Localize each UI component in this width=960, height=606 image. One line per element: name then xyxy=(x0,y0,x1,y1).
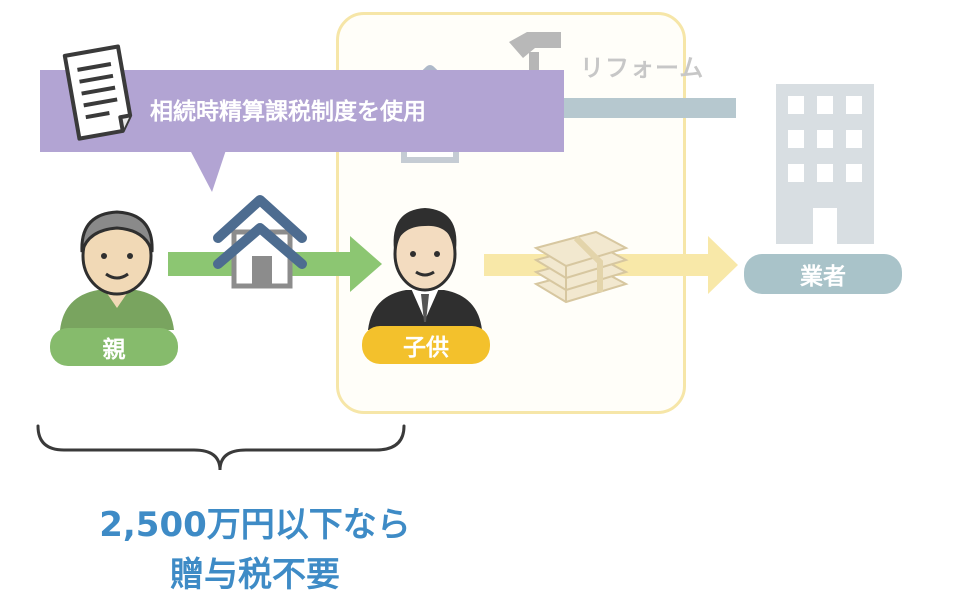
building-icon xyxy=(776,84,874,244)
child-label: 子供 xyxy=(362,326,490,364)
payment-arrow-head xyxy=(708,236,738,294)
parent-avatar-icon xyxy=(60,210,174,330)
callout-text: 相続時精算課税制度を使用 xyxy=(150,99,426,125)
result-line-1: 2,500万円以下なら xyxy=(99,505,411,545)
gift-arrow-head xyxy=(350,236,382,292)
parent-label: 親 xyxy=(50,328,178,366)
document-icon xyxy=(62,44,133,141)
reform-label: リフォーム xyxy=(580,54,705,82)
reform-flow-bar xyxy=(560,98,736,118)
vendor-label: 業者 xyxy=(744,254,902,294)
result-text: 2,500万円以下なら 贈与税不要 xyxy=(40,500,470,600)
child-avatar-icon xyxy=(368,208,482,330)
result-line-2: 贈与税不要 xyxy=(170,555,340,595)
callout-tail xyxy=(190,150,226,192)
house-icon xyxy=(213,195,307,289)
brace-icon xyxy=(36,424,406,471)
money-stack-icon xyxy=(533,230,629,304)
